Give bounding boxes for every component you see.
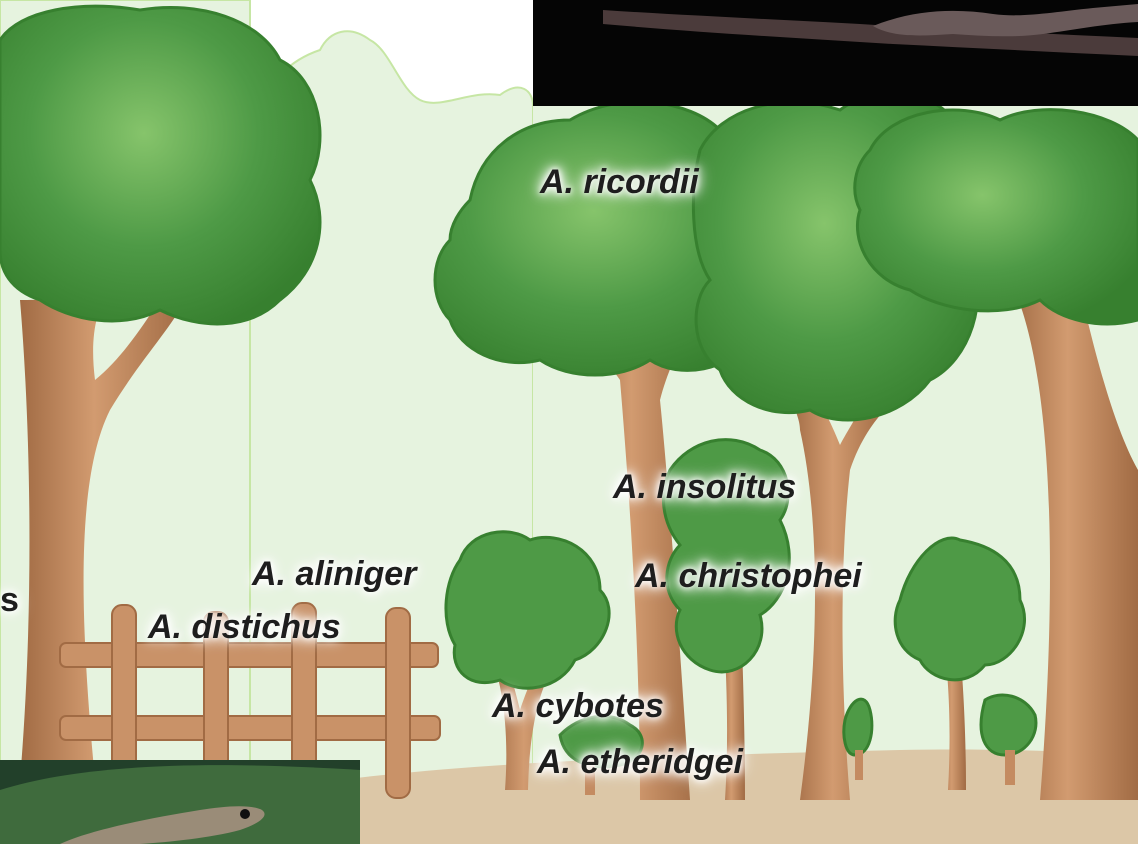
label-christophei: A. christophei (635, 559, 862, 593)
label-ricordii: A. ricordii (540, 165, 699, 199)
lizard-on-branch-image (533, 0, 1138, 106)
lizard-photo-top (533, 0, 1138, 106)
label-aliniger: A. aliniger (252, 557, 416, 591)
label-etheridgei: A. etheridgei (537, 745, 743, 779)
lizard-eye (240, 809, 250, 819)
label-cropped-edge: s (0, 583, 19, 617)
lizard-photo-bottom (0, 760, 360, 844)
label-insolitus: A. insolitus (613, 470, 796, 504)
label-cybotes: A. cybotes (492, 689, 664, 723)
lizard-on-leaf-image (0, 760, 360, 844)
label-distichus: A. distichus (148, 610, 341, 644)
